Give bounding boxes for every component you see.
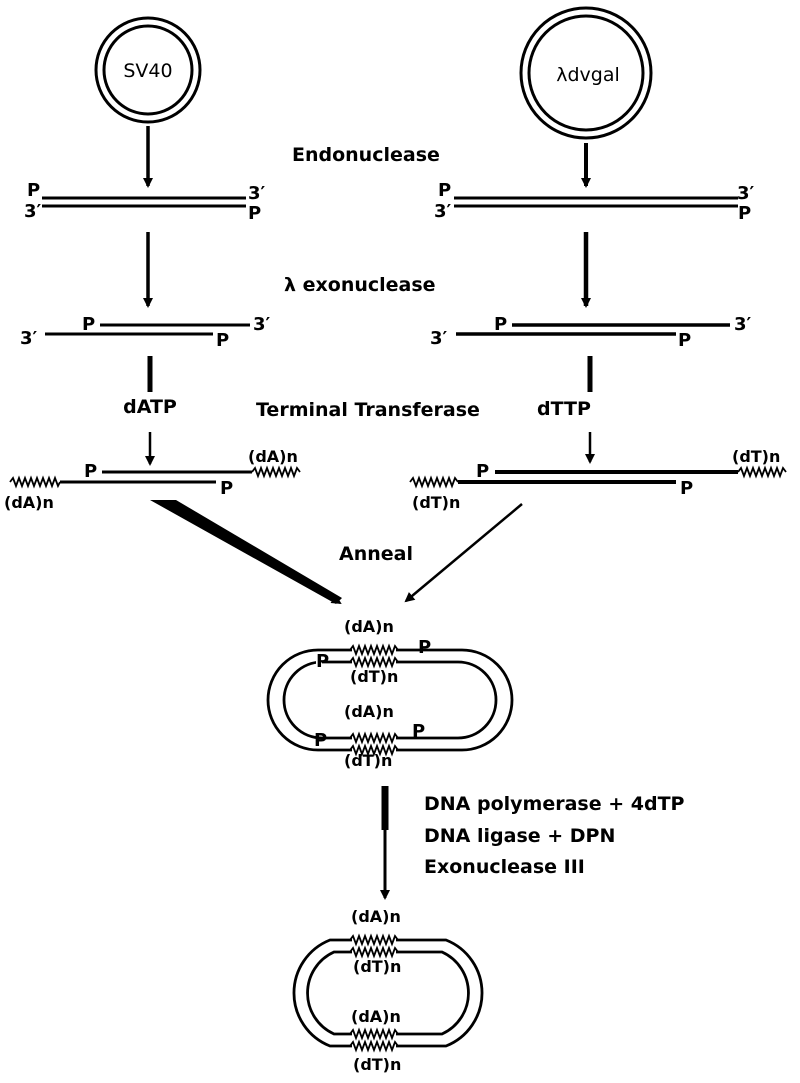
p-label: P [314, 730, 327, 751]
datp-label: dATP [123, 396, 177, 418]
p-label: P [438, 180, 451, 201]
poly-a-tail-label: (dA)n [351, 907, 401, 926]
poly-t-tail-label: (dT)n [412, 493, 460, 512]
p-label: P [476, 461, 489, 482]
repair-step-2: DNA ligase + DPN [424, 825, 615, 847]
dvgal-anneal-arrow [404, 503, 523, 603]
sv40-recessed-duplex: P 3′ 3′ P [20, 314, 271, 351]
p-label: P [680, 478, 693, 499]
p-label: P [738, 203, 751, 224]
poly-t-tail-label: (dT)n [353, 1055, 401, 1074]
sv40-label: SV40 [123, 60, 172, 82]
poly-t-tail-label: (dT)n [732, 447, 780, 466]
poly-a-tail-label: (dA)n [351, 1007, 401, 1026]
sv40-linear-duplex: P 3′ 3′ P [24, 180, 266, 224]
three-prime-label: 3′ [430, 328, 448, 349]
p-label: P [216, 330, 229, 351]
three-prime-label: 3′ [734, 314, 752, 335]
sv40-anneal-arrow [150, 500, 342, 604]
three-prime-label: 3′ [434, 201, 452, 222]
p-label: P [494, 314, 507, 335]
three-prime-label: 3′ [248, 183, 266, 204]
p-label: P [248, 203, 261, 224]
closed-hybrid-molecule: (dA)n (dT)n (dA)n (dT)n [292, 907, 484, 1074]
poly-t-tail-label: (dT)n [350, 667, 398, 686]
poly-a-tail-label: (dA)n [344, 617, 394, 636]
annealed-hybrid-molecule: (dA)n (dT)n (dA)n (dT)n P P P P [266, 617, 514, 770]
poly-a-tail-label: (dA)n [4, 493, 54, 512]
p-label: P [82, 314, 95, 335]
repair-step-1: DNA polymerase + 4dTP [424, 793, 685, 815]
three-prime-label: 3′ [24, 201, 42, 222]
sv40-tailed-duplex: P P (dA)n (dA)n [4, 447, 301, 512]
repair-step-3: Exonuclease III [424, 856, 585, 878]
poly-t-tail-label: (dT)n [353, 957, 401, 976]
poly-a-tail-label: (dA)n [344, 702, 394, 721]
dvgal-recessed-duplex: P 3′ 3′ P [430, 314, 752, 351]
p-label: P [220, 478, 233, 499]
p-label: P [678, 330, 691, 351]
p-label: P [84, 461, 97, 482]
sv40-anneal-arrow-tip [299, 577, 342, 605]
dttp-label: dTTP [537, 398, 591, 420]
terminal-transferase-label: Terminal Transferase [256, 399, 480, 421]
p-label: P [418, 637, 431, 658]
anneal-label: Anneal [339, 543, 413, 565]
p-label: P [27, 180, 40, 201]
three-prime-label: 3′ [20, 328, 38, 349]
three-prime-label: 3′ [253, 314, 271, 335]
poly-t-tail-label: (dT)n [344, 751, 392, 770]
lambda-dvgal-plasmid: λdvgal [519, 6, 653, 140]
sv40-plasmid: SV40 [94, 16, 202, 124]
lambda-dvgal-label: λdvgal [556, 64, 620, 86]
three-prime-label: 3′ [737, 183, 755, 204]
dvgal-tailed-duplex: P P (dT)n (dT)n [409, 447, 787, 512]
p-label: P [412, 721, 425, 742]
dvgal-linear-duplex: P 3′ 3′ P [434, 180, 755, 224]
p-label: P [316, 651, 329, 672]
endonuclease-label: Endonuclease [292, 144, 440, 166]
lambda-exonuclease-label: λ exonuclease [284, 274, 436, 296]
poly-a-tail-label: (dA)n [248, 447, 298, 466]
